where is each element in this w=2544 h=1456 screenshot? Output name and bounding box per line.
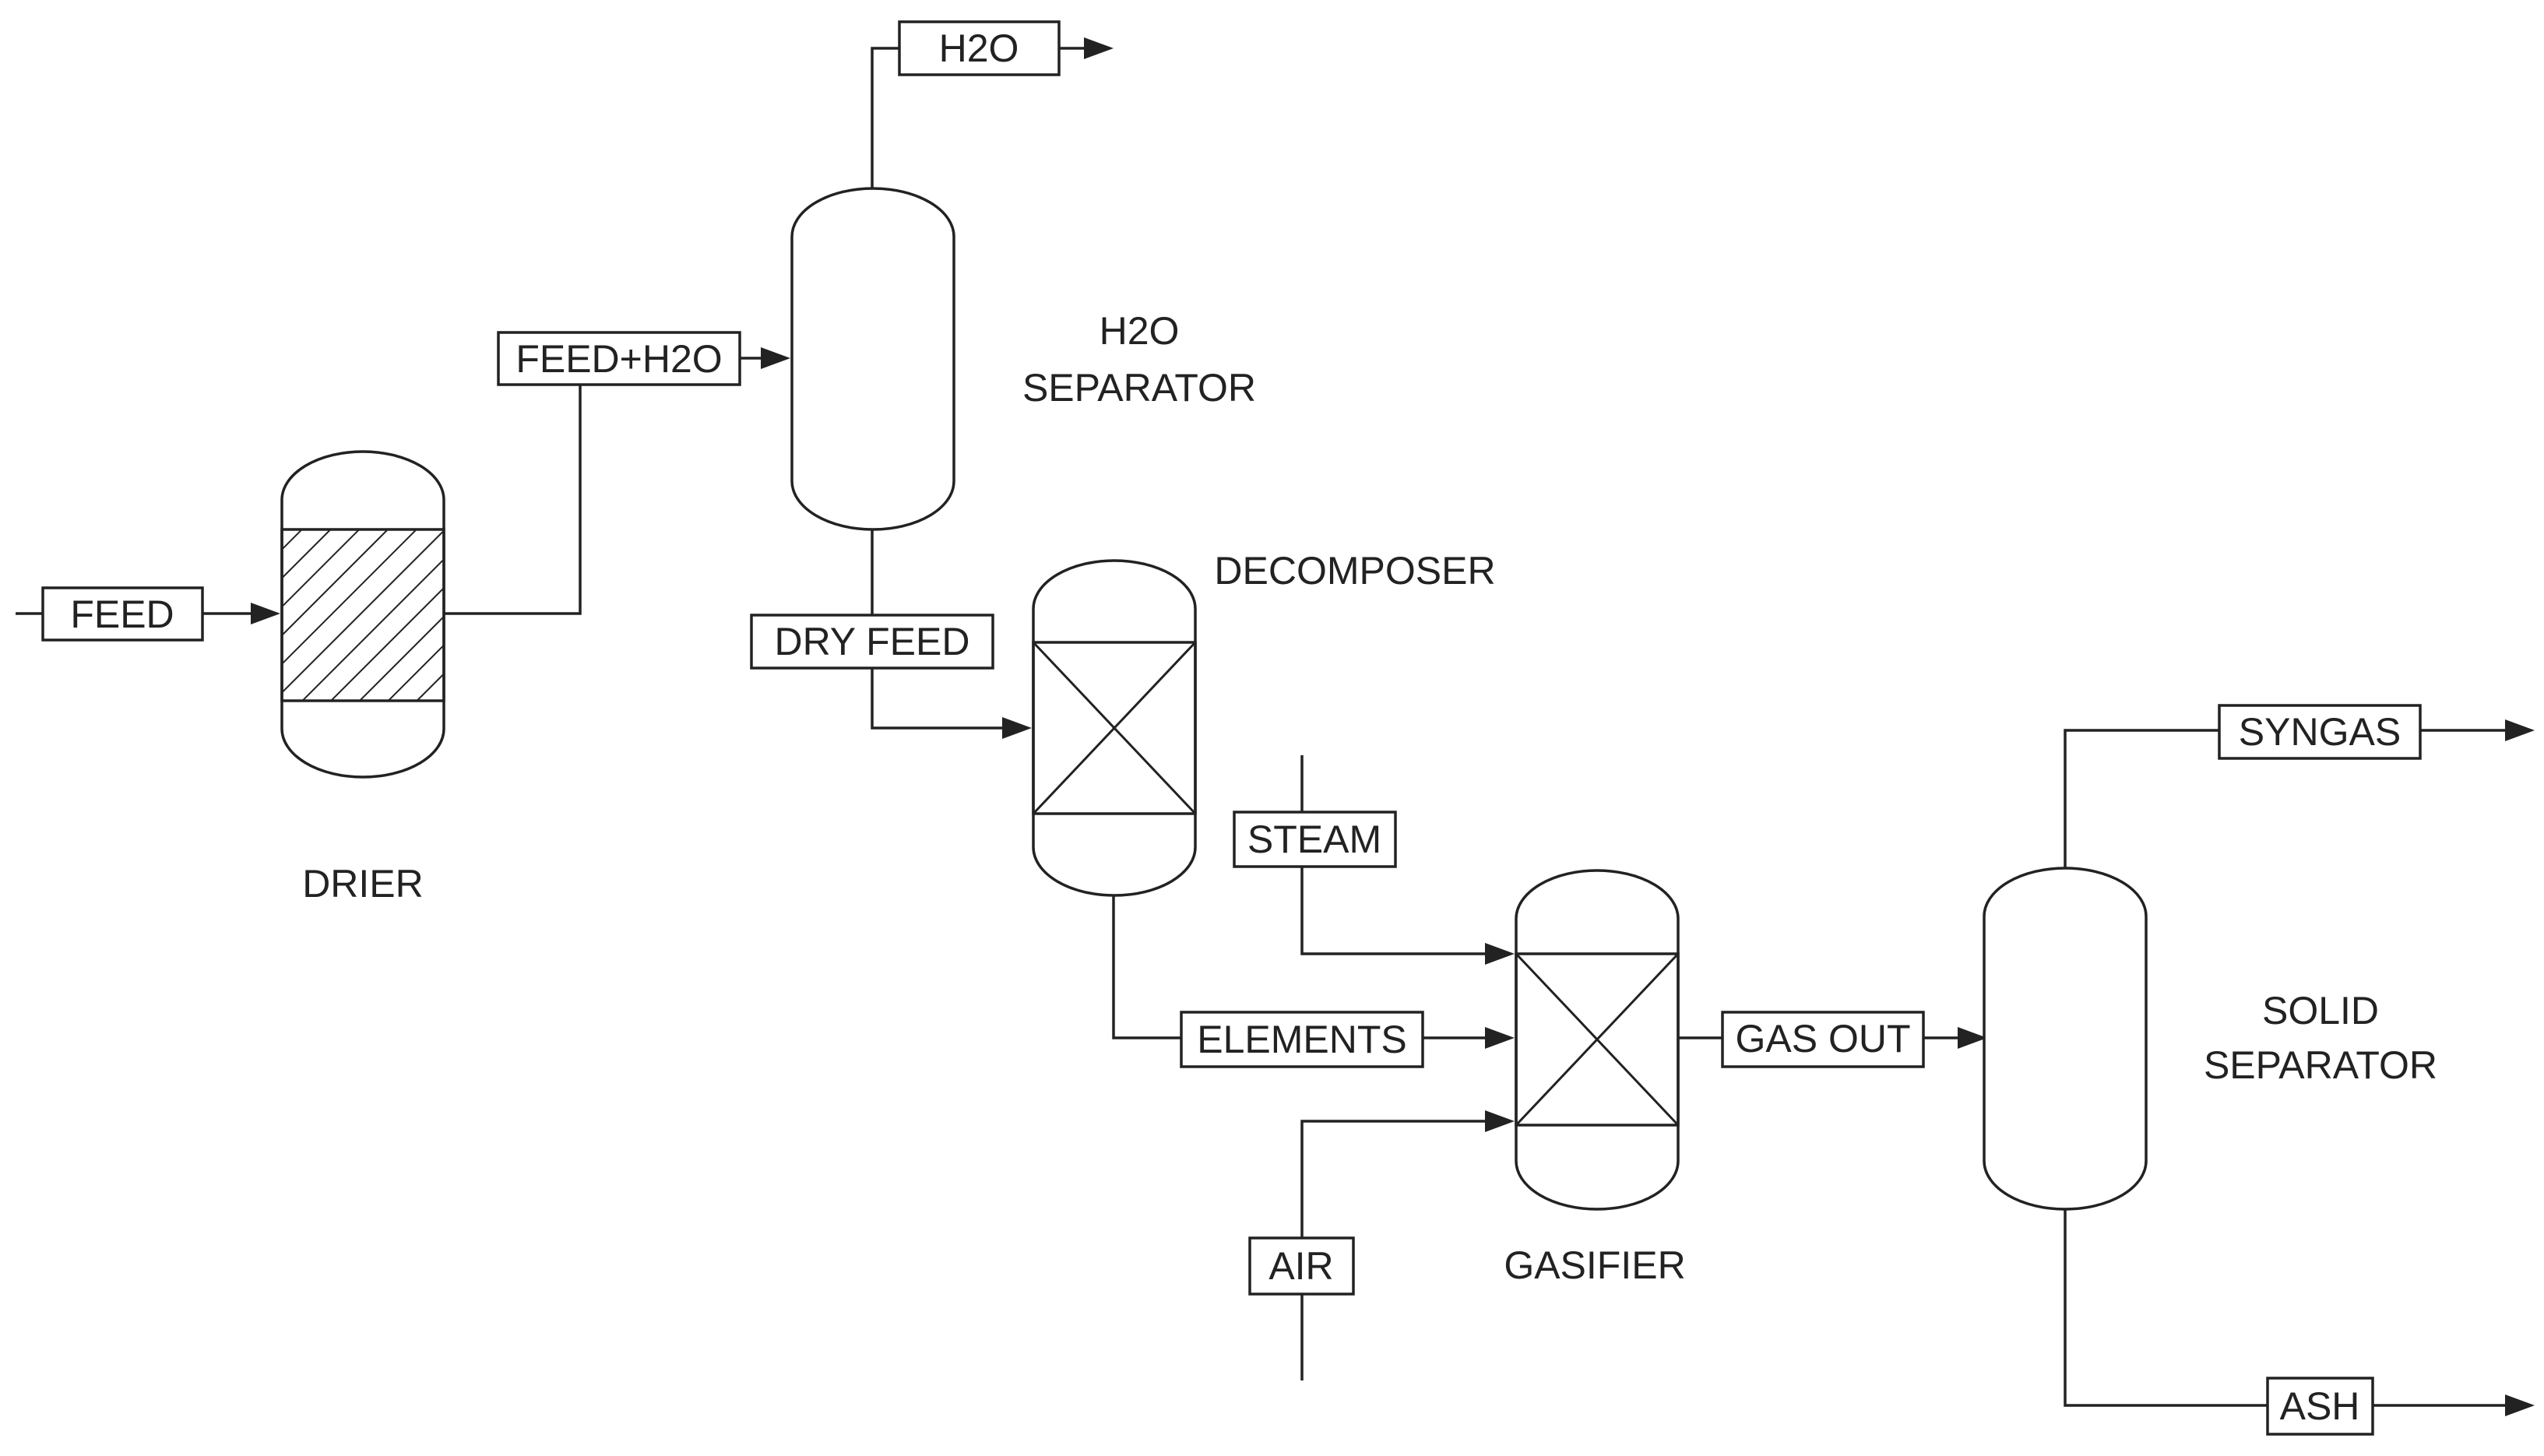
stream-elements: ELEMENTS — [1180, 1011, 1424, 1068]
h2o-separator-vessel — [790, 187, 955, 531]
stream-feed: FEED — [41, 586, 204, 642]
stream-feed-h2o: FEED+H2O — [497, 331, 741, 386]
dry-feed-arrow — [1002, 717, 1032, 739]
gas-out-arrow — [1958, 1027, 1987, 1049]
elements-arrow — [1485, 1027, 1515, 1049]
stream-ash-label: ASH — [2280, 1384, 2360, 1428]
unit-drier-label: DRIER — [302, 862, 424, 906]
stream-gas-out-label: GAS OUT — [1735, 1017, 1910, 1060]
stream-h2o-label: H2O — [939, 26, 1019, 70]
air-arrow — [1485, 1110, 1515, 1132]
unit-h2o-separator-label-line1: H2O — [1100, 309, 1180, 353]
feed-arrow — [251, 603, 280, 624]
stream-h2o: H2O — [898, 20, 1061, 76]
unit-solid-separator-label-line2: SEPARATOR — [2204, 1043, 2437, 1087]
stream-air-label: AIR — [1268, 1244, 1333, 1288]
unit-decomposer-label: DECOMPOSER — [1214, 549, 1495, 593]
unit-solid-separator-label-line1: SOLID — [2262, 989, 2379, 1032]
stream-feed-h2o-label: FEED+H2O — [515, 337, 722, 381]
ash-line — [2064, 1209, 2507, 1407]
stream-air: AIR — [1248, 1236, 1355, 1296]
steam-arrow — [1485, 943, 1515, 965]
drier-vessel — [280, 450, 445, 779]
stream-dry-feed: DRY FEED — [750, 614, 994, 670]
unit-gasifier-label: GASIFIER — [1504, 1243, 1685, 1287]
solid-separator-vessel — [1983, 867, 2148, 1211]
stream-syngas-label: SYNGAS — [2239, 710, 2401, 754]
stream-syngas: SYNGAS — [2218, 704, 2422, 760]
h2o-arrow — [1084, 37, 1114, 59]
stream-feed-label: FEED — [70, 593, 174, 636]
syngas-arrow — [2505, 719, 2535, 741]
stream-steam-label: STEAM — [1247, 818, 1381, 861]
unit-h2o-separator-label-line2: SEPARATOR — [1022, 366, 1256, 410]
dry-feed-line — [871, 529, 1008, 730]
stream-gas-out: GAS OUT — [1721, 1011, 1925, 1068]
ash-arrow — [2505, 1394, 2535, 1416]
stream-elements-label: ELEMENTS — [1197, 1018, 1407, 1061]
stream-dry-feed-label: DRY FEED — [774, 620, 969, 663]
decomposer-vessel — [1032, 559, 1197, 897]
stream-steam: STEAM — [1233, 811, 1397, 868]
feed-h2o-line — [444, 357, 767, 615]
feed-h2o-arrow — [761, 347, 790, 369]
stream-ash: ASH — [2266, 1377, 2374, 1436]
gasifier-vessel — [1515, 869, 1680, 1211]
